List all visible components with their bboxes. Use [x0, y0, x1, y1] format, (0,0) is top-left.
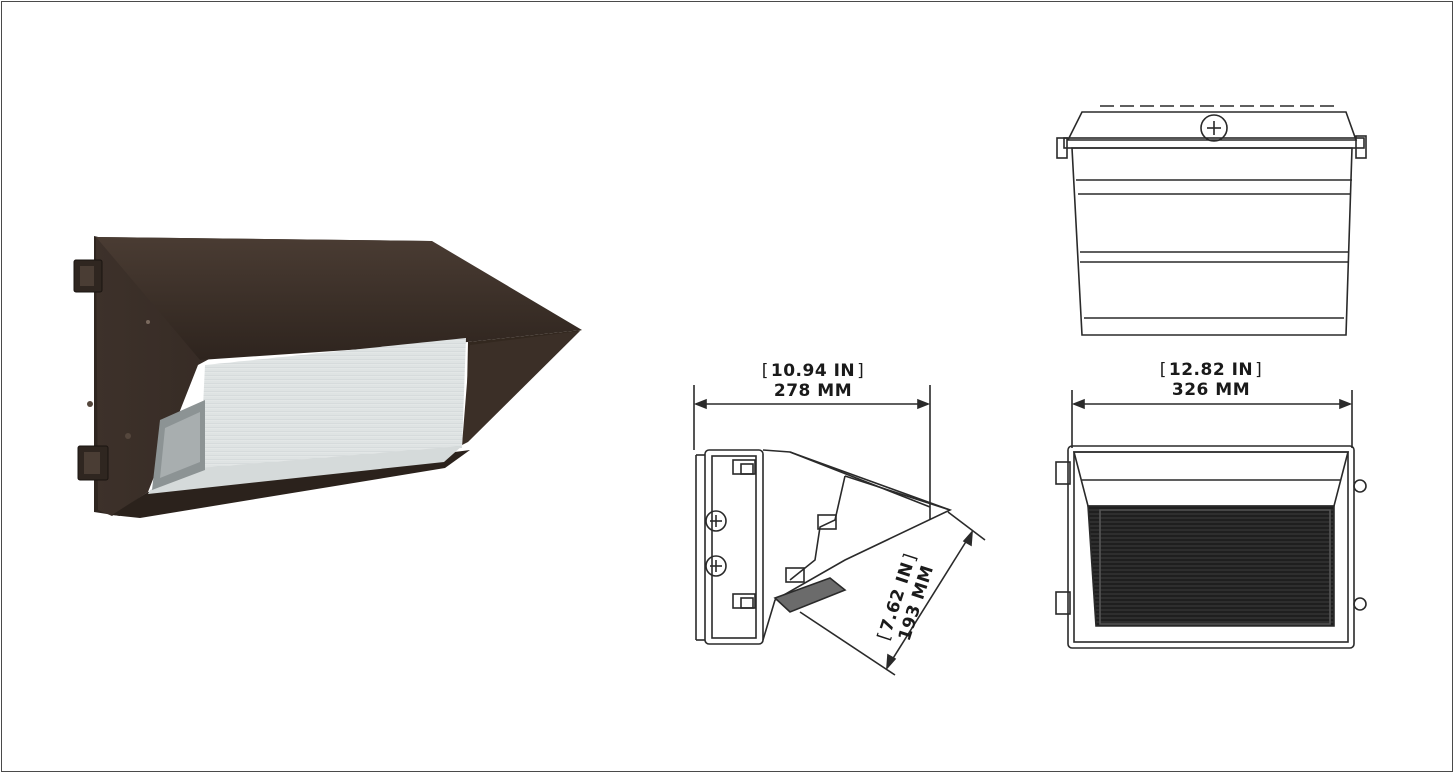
front-width-mm: 326 MM — [1171, 380, 1251, 400]
screw — [146, 320, 150, 324]
hood-top — [96, 237, 582, 360]
front-width-label: 12.82 IN 326 MM — [1156, 360, 1266, 400]
lens — [200, 338, 466, 470]
lens-lower — [148, 446, 462, 494]
led-panel-detail — [160, 412, 200, 478]
screw — [125, 433, 131, 439]
side-width-inches: 10.94 IN — [758, 361, 868, 381]
hood-right-wing — [462, 331, 580, 445]
front-width-inches: 12.82 IN — [1156, 360, 1266, 380]
mount-clip-top-inner — [80, 266, 94, 286]
side-elevation-drawing — [693, 385, 986, 676]
screw — [87, 401, 93, 407]
side-width-label: 10.94 IN 278 MM — [758, 361, 868, 401]
wall-pack-light-icon — [73, 236, 582, 518]
top-elevation-drawing — [1056, 105, 1367, 336]
side-width-mm: 278 MM — [773, 381, 853, 401]
mount-clip-bottom-inner — [84, 452, 100, 474]
front-elevation-drawing — [1055, 390, 1367, 649]
